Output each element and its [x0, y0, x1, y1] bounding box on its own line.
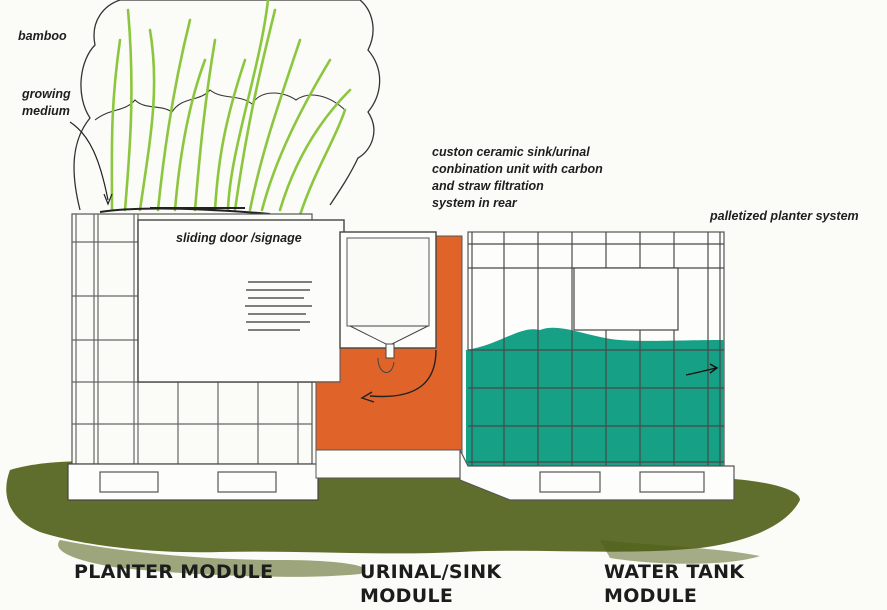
growing-medium-label-line1: growing: [22, 87, 71, 101]
growing-medium-label-line2: medium: [22, 104, 70, 118]
urinal-sink-module-drawing: [315, 231, 463, 479]
water-tank-module-title-line1: WATER TANK: [604, 561, 745, 583]
palletized-label: palletized planter system: [710, 209, 859, 223]
leader-lines: [69, 121, 113, 206]
sink-label-line1: custon ceramic sink/urinal: [432, 145, 590, 159]
signage-lines: [245, 281, 312, 331]
planter-module-drawing: [67, 213, 345, 501]
bamboo-stalks: [110, 0, 352, 217]
planter-module-title: PLANTER MODULE: [74, 561, 274, 583]
sink-label-line3: and straw filtration: [432, 179, 544, 193]
urinal-sink-module-title-line2: MODULE: [360, 585, 454, 607]
sink-label-line2: conbination unit with carbon: [432, 162, 603, 176]
sliding-door-label: sliding door /signage: [176, 231, 302, 245]
bamboo-label: bamboo: [18, 29, 67, 43]
bamboo-foliage-outline: [73, 0, 381, 211]
urinal-sink-module-title-line1: URINAL/SINK: [360, 561, 502, 583]
bamboo-roots: [99, 207, 271, 215]
water-tank-module-title-line2: MODULE: [604, 585, 698, 607]
sink-label-line4: system in rear: [432, 196, 517, 210]
water-tank-module-drawing: [459, 231, 735, 501]
bamboo-inner-outline: [94, 89, 346, 121]
